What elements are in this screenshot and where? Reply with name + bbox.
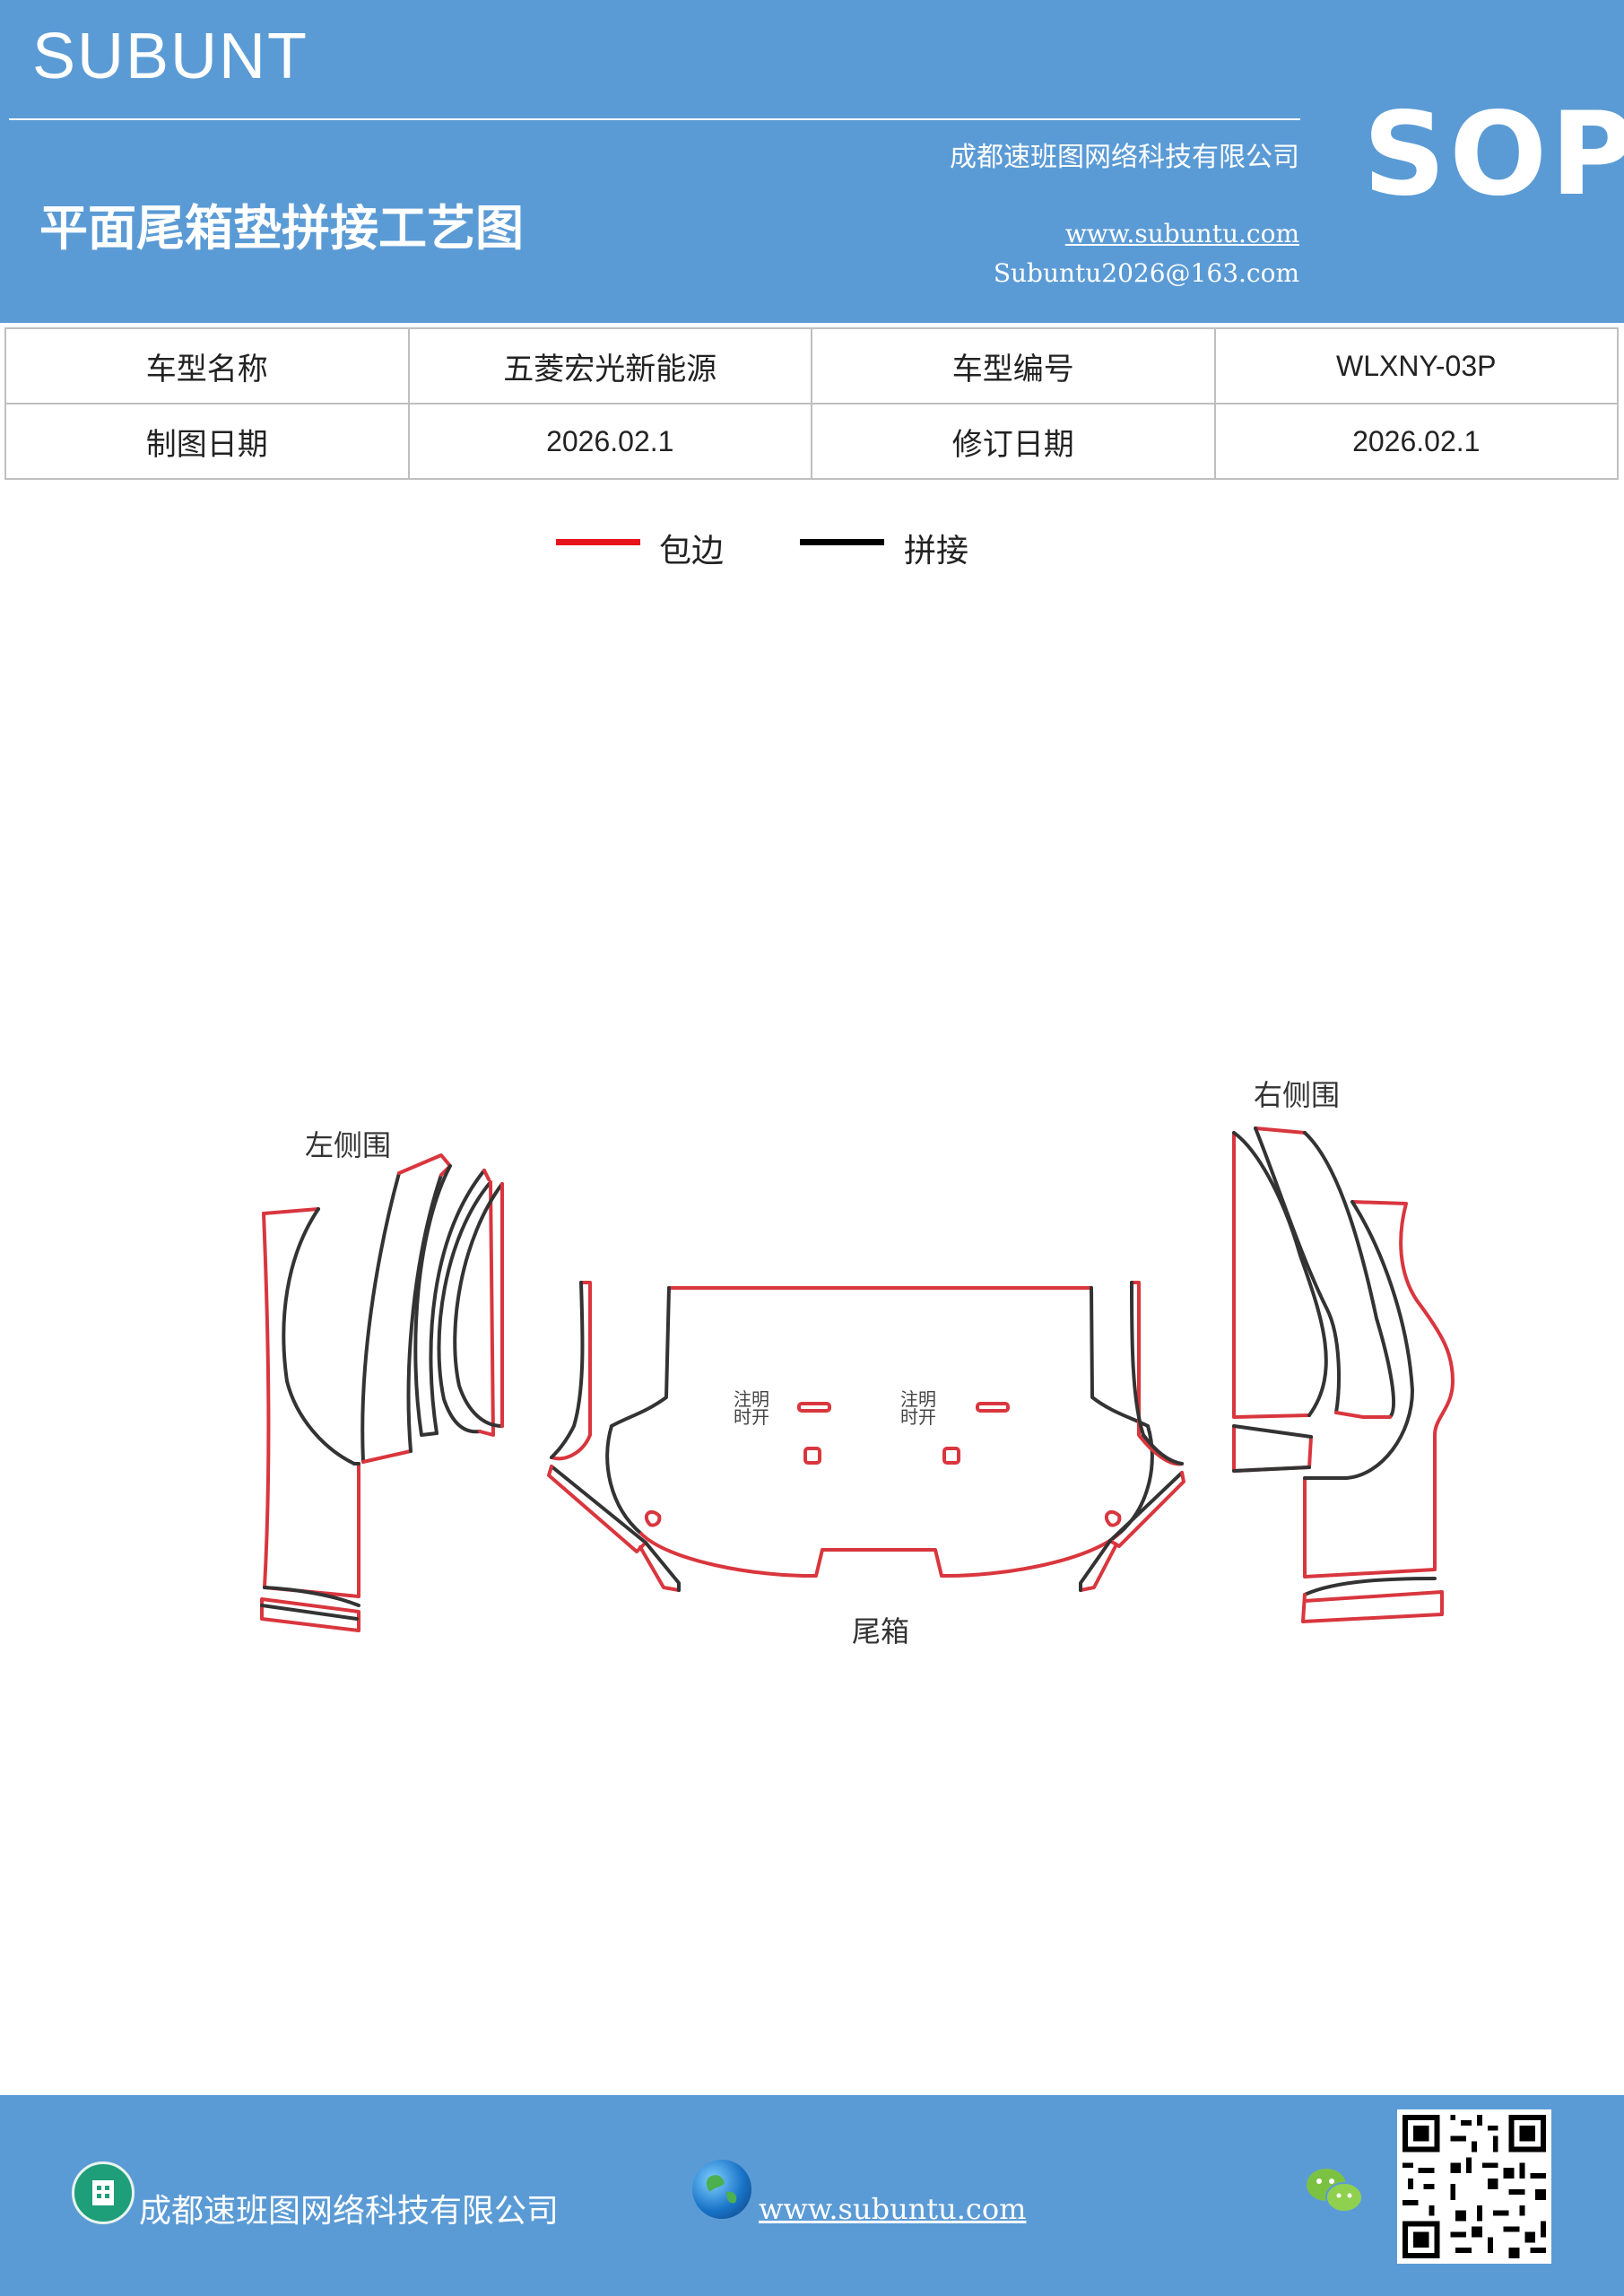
qr-code <box>1397 2109 1551 2264</box>
page-header: SUBUNT 平面尾箱垫拼接工艺图 成都速班图网络科技有限公司 www.subu… <box>0 0 1624 323</box>
revision-date-label: 修订日期 <box>811 403 1216 480</box>
table-row: 制图日期 2026.02.1 修订日期 2026.02.1 <box>4 403 1619 480</box>
drawing-date-value: 2026.02.1 <box>407 403 812 480</box>
legend-splice-swatch <box>800 539 884 545</box>
globe-icon <box>692 2160 751 2219</box>
document-title: 平面尾箱垫拼接工艺图 <box>39 200 524 257</box>
right-side-panel <box>1232 1126 1455 1623</box>
table-row: 车型名称 五菱宏光新能源 车型编号 WLXNY-03P <box>4 327 1619 404</box>
company-name: 成都速班图网络科技有限公司 <box>950 142 1299 173</box>
right-side-label: 右侧围 <box>1254 1078 1340 1112</box>
sop-badge: SOP <box>1363 88 1624 222</box>
trunk-label: 尾箱 <box>852 1614 909 1648</box>
model-code-value: WLXNY-03P <box>1213 327 1619 404</box>
trunk-panel <box>547 1281 1185 1592</box>
brand-name: SUBUNT <box>32 21 309 92</box>
footer-company-name: 成都速班图网络科技有限公司 <box>139 2193 560 2230</box>
drawing-date-label: 制图日期 <box>4 403 410 480</box>
model-name-label: 车型名称 <box>4 327 410 404</box>
legend-edge-swatch <box>556 539 640 545</box>
revision-date-value: 2026.02.1 <box>1213 403 1619 480</box>
legend-splice-label: 拼接 <box>904 533 969 570</box>
wechat-icon <box>1305 2165 1364 2217</box>
header-divider <box>9 118 1300 120</box>
note-right-line2: 时开 <box>900 1406 936 1428</box>
info-table: 车型名称 五菱宏光新能源 车型编号 WLXNY-03P 制图日期 2026.02… <box>4 327 1619 480</box>
website-link[interactable]: www.subuntu.com <box>1064 219 1299 248</box>
mat-pattern-diagram: 左侧围 右侧围 尾箱 注明 时开 注明 时开 <box>260 1078 1455 1648</box>
model-name-value: 五菱宏光新能源 <box>407 327 812 404</box>
model-code-label: 车型编号 <box>811 327 1216 404</box>
legend-edge-label: 包边 <box>659 533 725 570</box>
building-icon <box>72 2161 135 2224</box>
legend-splice: 拼接 <box>800 525 997 570</box>
note-right-line1: 注明 <box>900 1388 936 1410</box>
email-address: Subuntu2026@163.com <box>993 258 1299 288</box>
left-side-panel <box>260 1153 504 1632</box>
left-side-label: 左侧围 <box>305 1128 391 1162</box>
legend-edge: 包边 <box>556 525 753 570</box>
note-left-line1: 注明 <box>734 1388 769 1410</box>
note-left-line2: 时开 <box>734 1406 769 1428</box>
footer-website-link[interactable]: www.subuntu.com <box>759 2192 1027 2226</box>
